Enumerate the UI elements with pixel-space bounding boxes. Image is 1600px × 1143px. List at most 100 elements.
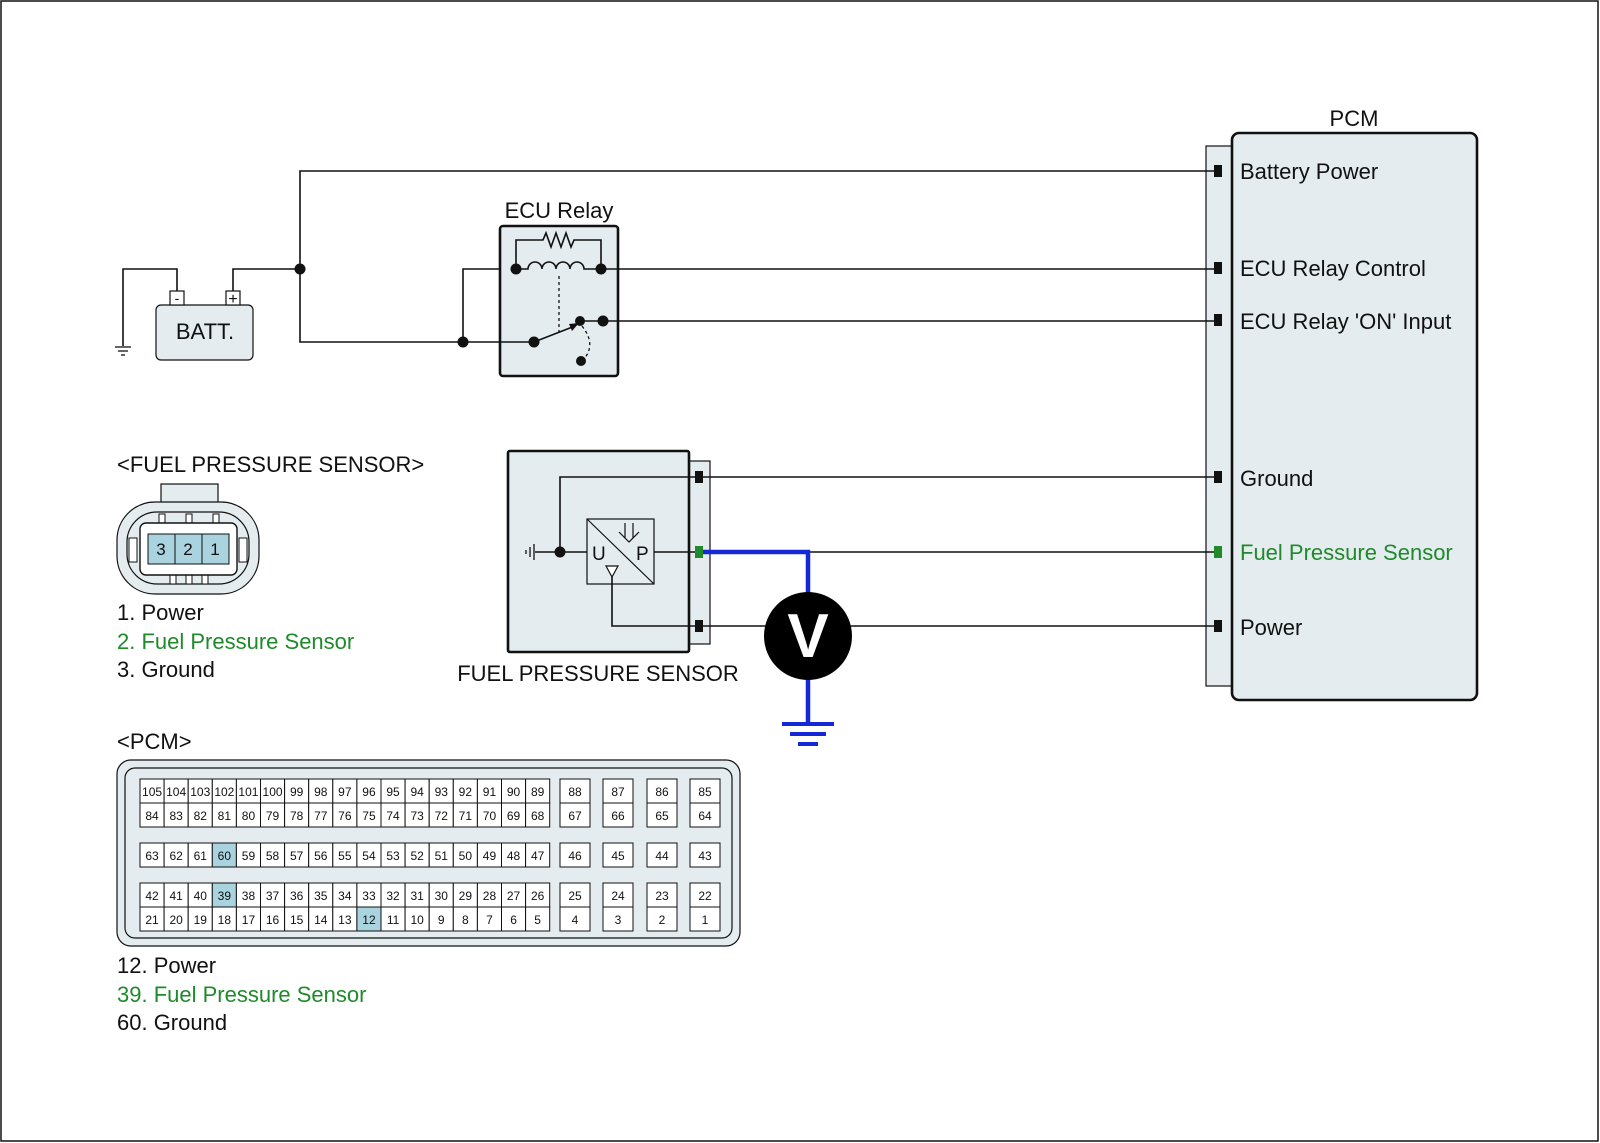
pcm-connector-pin-label: 25 bbox=[568, 889, 582, 903]
pcm-connector-pin bbox=[689, 882, 721, 908]
pcm-connector-pin bbox=[525, 802, 551, 828]
pcm-connector-pin-label: 67 bbox=[568, 809, 582, 823]
pcm-connector-pin-label: 95 bbox=[386, 785, 400, 799]
pcm-pin-ground bbox=[1214, 471, 1222, 483]
pcm-pin-label-ecu-relay-control: ECU Relay Control bbox=[1240, 256, 1426, 281]
pcm-connector-pin bbox=[404, 842, 430, 868]
pcm-connector-pin-label: 98 bbox=[314, 785, 328, 799]
pcm-connector-pin bbox=[356, 778, 382, 804]
pcm-connector-pin-label: 46 bbox=[568, 849, 582, 863]
ecu-relay-switch-arrow bbox=[569, 323, 579, 331]
pcm-connector-pin bbox=[525, 778, 551, 804]
pcm-connector-pin-label: 85 bbox=[698, 785, 712, 799]
pcm-connector-pin-label: 41 bbox=[169, 889, 183, 903]
pcm-connector-pin-label: 2 bbox=[659, 913, 666, 927]
pcm-connector-pin bbox=[404, 906, 430, 932]
pcm-connector-pin-label: 74 bbox=[386, 809, 400, 823]
sensor-pin-power bbox=[695, 620, 703, 632]
pcm-connector-pin bbox=[689, 842, 721, 868]
pcm-connector-pin-label: 47 bbox=[531, 849, 545, 863]
pcm-connector-pin bbox=[356, 842, 382, 868]
pcm-connector-pin bbox=[260, 882, 286, 908]
pcm-connector-pin bbox=[308, 802, 334, 828]
fps-connector-pin-1 bbox=[201, 533, 230, 565]
pcm-connector-pin bbox=[139, 802, 165, 828]
pcm-connector-pin-label: 19 bbox=[194, 913, 208, 927]
pcm-connector-pin bbox=[602, 882, 634, 908]
pcm-connector-pin-label: 3 bbox=[615, 913, 622, 927]
pcm-connector-pin bbox=[646, 778, 678, 804]
pcm-connector-pin bbox=[356, 802, 382, 828]
pcm-connector-pin bbox=[404, 778, 430, 804]
pcm-connector-pin bbox=[139, 882, 165, 908]
fps-connector-tab-bot-3 bbox=[201, 574, 209, 585]
pcm-connector-pin-label: 39 bbox=[218, 889, 232, 903]
pcm-connector-pin-label: 82 bbox=[194, 809, 208, 823]
fps-legend-ground: 3. Ground bbox=[117, 657, 215, 682]
fps-connector-pin-3 bbox=[147, 533, 176, 565]
pcm-connector-pin-label: 62 bbox=[169, 849, 183, 863]
fps-connector-tab-top-3 bbox=[212, 513, 220, 524]
pcm-connector-pin-label: 64 bbox=[698, 809, 712, 823]
pcm-connector-pin bbox=[559, 906, 591, 932]
fps-connector-pin-label-3: 3 bbox=[156, 540, 165, 559]
pcm-connector-pin bbox=[163, 842, 189, 868]
pcm-connector-pin bbox=[525, 882, 551, 908]
pcm-connector-pin bbox=[525, 842, 551, 868]
wire-relay-coil-feed bbox=[462, 268, 516, 342]
pcm-connector-pin-label: 48 bbox=[507, 849, 521, 863]
pcm-connector-pin-label: 61 bbox=[194, 849, 208, 863]
pcm-connector-pin bbox=[428, 906, 454, 932]
pcm-connector-pin-label: 105 bbox=[142, 785, 162, 799]
pcm-connector-pin-label: 14 bbox=[314, 913, 328, 927]
ecu-relay-title: ECU Relay bbox=[505, 198, 614, 223]
pcm-connector-pin-label: 12 bbox=[362, 913, 376, 927]
probe-wire-signal bbox=[703, 549, 811, 594]
sensor-internal-power bbox=[611, 577, 695, 627]
fps-connector-key-right bbox=[238, 537, 248, 563]
pcm-connector-pin-label: 16 bbox=[266, 913, 280, 927]
pcm-body bbox=[1230, 131, 1479, 702]
fps-connector-tab-top-2 bbox=[185, 513, 193, 524]
pcm-connector-pin bbox=[476, 802, 502, 828]
pcm-connector-pin bbox=[260, 802, 286, 828]
pcm-connector-pin-label: 20 bbox=[169, 913, 183, 927]
pcm-pin-label-power: Power bbox=[1240, 615, 1302, 640]
pcm-connector-pin bbox=[476, 882, 502, 908]
pcm-connector-pin-label: 6 bbox=[510, 913, 517, 927]
pcm-connector-pin-label: 101 bbox=[238, 785, 258, 799]
pcm-connector-pin-label: 90 bbox=[507, 785, 521, 799]
pcm-module: PCM Battery Power ECU Relay Control ECU … bbox=[1205, 106, 1479, 702]
pcm-connector-pin bbox=[476, 778, 502, 804]
pcm-pin-battery-power bbox=[1214, 165, 1222, 177]
pcm-connector-pin-label: 35 bbox=[314, 889, 328, 903]
pcm-connector-pin-label: 38 bbox=[242, 889, 256, 903]
pcm-connector-pin-label: 18 bbox=[218, 913, 232, 927]
sensor-transducer-diagonal bbox=[586, 518, 655, 585]
pcm-connector-pin-label: 60 bbox=[218, 849, 232, 863]
pcm-connector-pin bbox=[332, 906, 358, 932]
ecu-relay-coil-terminal-a bbox=[510, 263, 522, 275]
sensor-pin-signal bbox=[695, 546, 703, 558]
pcm-connector-pin bbox=[452, 778, 478, 804]
fps-connector-title: <FUEL PRESSURE SENSOR> bbox=[117, 452, 424, 477]
pcm-connector-pin-label: 71 bbox=[459, 809, 473, 823]
pcm-connector-pin-label: 91 bbox=[483, 785, 497, 799]
pcm-legend-fuel-pressure-sensor: 39. Fuel Pressure Sensor bbox=[117, 982, 366, 1007]
pcm-connector-pin bbox=[428, 842, 454, 868]
pcm-connector-pin-label: 87 bbox=[611, 785, 625, 799]
pcm-connector-pin-label: 33 bbox=[362, 889, 376, 903]
pcm-connector-pin-label: 77 bbox=[314, 809, 328, 823]
pcm-connector-pin-label: 100 bbox=[263, 785, 283, 799]
pcm-connector-pin bbox=[404, 882, 430, 908]
pcm-connector-pin-label: 66 bbox=[611, 809, 625, 823]
pcm-connector-pin bbox=[428, 882, 454, 908]
pcm-connector-pin-label: 96 bbox=[362, 785, 376, 799]
pcm-connector-pin bbox=[646, 906, 678, 932]
pcm-legend-ground: 60. Ground bbox=[117, 1010, 227, 1035]
sensor-title: FUEL PRESSURE SENSOR bbox=[457, 661, 739, 686]
pcm-connector-title: <PCM> bbox=[117, 729, 192, 754]
pcm-connector-pin bbox=[525, 906, 551, 932]
pcm-connector-pin-label: 104 bbox=[166, 785, 186, 799]
